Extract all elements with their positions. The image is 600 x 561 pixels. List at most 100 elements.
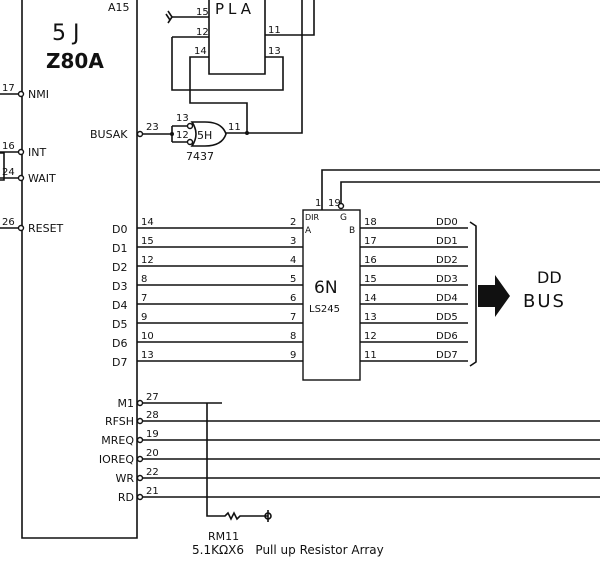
data-pin-label: D7 <box>112 356 127 369</box>
a15-label: A15 <box>108 1 130 14</box>
data-pin-number: 7 <box>141 293 147 304</box>
a-pin-number: 9 <box>290 350 296 361</box>
a-pin-number: 5 <box>290 274 296 285</box>
gate-pin: 13 <box>176 113 189 124</box>
dd-signal-label: DD7 <box>436 350 458 361</box>
data-pin-number: 10 <box>141 331 154 342</box>
dd-signal-label: DD0 <box>436 217 458 228</box>
control-pin-number: 28 <box>146 410 159 421</box>
a-pin-number: 8 <box>290 331 296 342</box>
pla-pin: 13 <box>268 46 281 57</box>
gate-bubble <box>186 122 194 130</box>
pin-bubble <box>136 417 144 425</box>
a-pin-number: 2 <box>290 217 296 228</box>
pin-label-reset: RESET <box>28 222 64 235</box>
data-pin-number: 13 <box>141 350 154 361</box>
dd-signal-label: DD3 <box>436 274 458 285</box>
pla-pin: 12 <box>196 27 209 38</box>
dd-signal-label: DD5 <box>436 312 458 323</box>
a-pin-number: 6 <box>290 293 296 304</box>
gate-output-wire <box>189 0 303 134</box>
control-pin-label: RFSH <box>105 415 134 428</box>
gate-out-pin: 11 <box>228 122 241 133</box>
a-label: A <box>305 226 312 236</box>
control-pin-label: WR <box>115 472 134 485</box>
pla-pin: 14 <box>194 46 207 57</box>
pin-label-int: INT <box>28 146 46 159</box>
g-pin: 19 <box>328 198 341 209</box>
junction-dot <box>245 131 249 135</box>
pin-bubble <box>17 224 25 232</box>
ground-icon <box>165 10 173 24</box>
pla-pin: 15 <box>196 7 209 18</box>
g-label: G <box>340 213 347 223</box>
nand-gate-5h <box>190 121 227 147</box>
control-pin-number: 21 <box>146 486 159 497</box>
control-pin-label: M1 <box>118 397 135 410</box>
bus-arrow-icon <box>478 275 510 317</box>
control-pin-number: 22 <box>146 467 159 478</box>
z80-chip-body <box>21 0 138 539</box>
buffer-part: LS245 <box>309 304 340 315</box>
bus-label-1: DD <box>537 268 562 287</box>
pullup-resistor <box>206 403 268 521</box>
control-pin-label: MREQ <box>101 434 134 447</box>
bus-bracket <box>469 221 477 367</box>
pla-wires <box>171 0 315 91</box>
data-pin-label: D3 <box>112 280 127 293</box>
a-pin-number: 7 <box>290 312 296 323</box>
data-pin-number: 15 <box>141 236 154 247</box>
control-pin-label: IOREQ <box>99 453 134 466</box>
junction-dot <box>170 132 174 136</box>
b-pin-number: 12 <box>364 331 377 342</box>
a-pin-number: 3 <box>290 236 296 247</box>
gate-ref: 5H <box>197 129 212 142</box>
data-pin-label: D0 <box>112 223 127 236</box>
pin-bubble <box>136 455 144 463</box>
pin-number: 24 <box>2 167 15 178</box>
b-label: B <box>349 226 355 236</box>
b-pin-number: 15 <box>364 274 377 285</box>
dir-pin: 1 <box>315 198 321 209</box>
pin-bubble <box>136 474 144 482</box>
control-pin-number: 19 <box>146 429 159 440</box>
dd-signal-label: DD6 <box>436 331 458 342</box>
pin-bubble <box>17 148 25 156</box>
data-pin-number: 14 <box>141 217 154 228</box>
bus-label-2: BUS <box>523 291 566 312</box>
buffer-ref: 6N <box>314 278 338 298</box>
dd-signal-label: DD1 <box>436 236 458 247</box>
busak-label: BUSAK <box>90 128 128 141</box>
b-pin-number: 18 <box>364 217 377 228</box>
busak-pin: 23 <box>146 122 159 133</box>
pin-label-nmi: NMI <box>28 88 49 101</box>
gate-part: 7437 <box>186 150 214 163</box>
pin-number: 17 <box>2 83 15 94</box>
data-pin-label: D2 <box>112 261 127 274</box>
b-pin-number: 16 <box>364 255 377 266</box>
control-pin-number: 27 <box>146 392 159 403</box>
pin-bubble <box>17 174 25 182</box>
cpu-ref: 5 J <box>52 21 79 46</box>
cpu-part: Z80A <box>46 49 104 73</box>
resistor-ref: RM11 <box>208 530 239 543</box>
pla-label: PLA <box>215 0 255 18</box>
b-pin-number: 17 <box>364 236 377 247</box>
g-bubble <box>337 202 345 210</box>
dir-label: DIR <box>305 213 320 222</box>
gate-pin: 12 <box>176 130 189 141</box>
pin-bubble <box>136 399 144 407</box>
data-pin-label: D1 <box>112 242 127 255</box>
data-pin-label: D6 <box>112 337 127 350</box>
data-pin-number: 12 <box>141 255 154 266</box>
pla-pin: 11 <box>268 25 281 36</box>
data-pin-number: 9 <box>141 312 147 323</box>
pin-bubble <box>17 90 25 98</box>
data-pin-number: 8 <box>141 274 147 285</box>
control-pin-label: RD <box>118 491 134 504</box>
dd-signal-label: DD4 <box>436 293 458 304</box>
b-pin-number: 14 <box>364 293 377 304</box>
data-pin-label: D4 <box>112 299 127 312</box>
b-pin-number: 11 <box>364 350 377 361</box>
